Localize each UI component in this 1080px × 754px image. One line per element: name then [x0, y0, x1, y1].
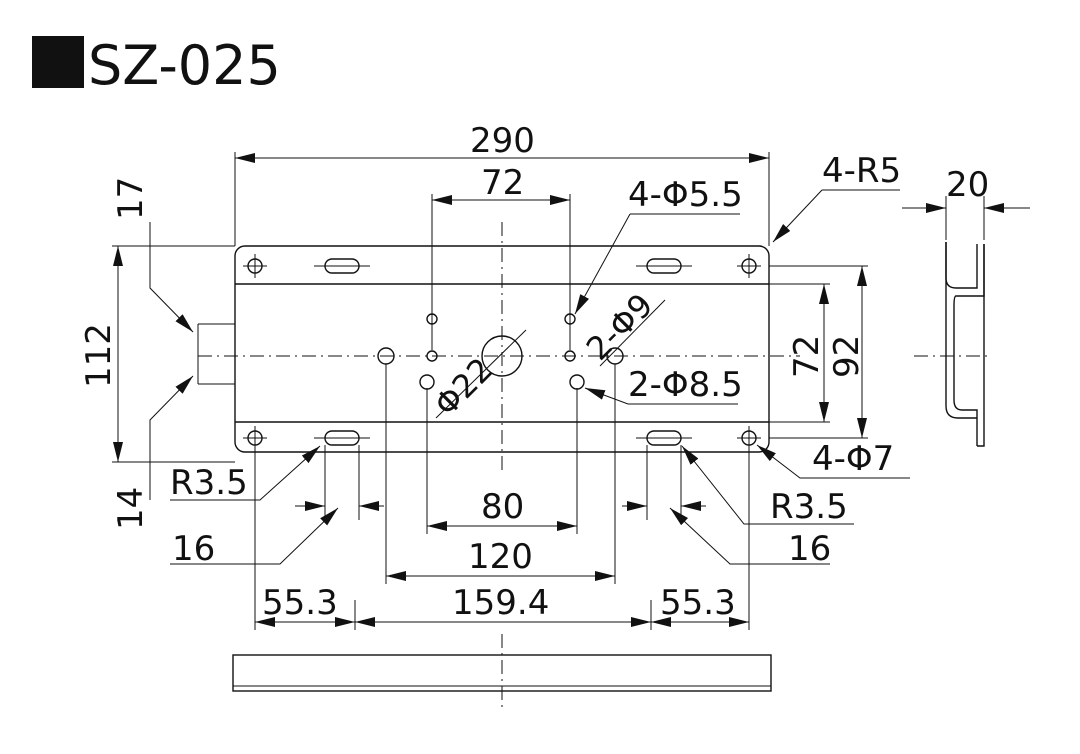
dim-16-left: 16: [172, 529, 215, 569]
page-title: SZ-025: [88, 34, 281, 97]
dim-14: 14: [111, 487, 151, 530]
inner-holes: [377, 313, 624, 390]
dim-290: 290: [470, 121, 535, 161]
dim-4-phi5-5: 4-Φ5.5: [628, 175, 743, 215]
dim-112: 112: [79, 323, 119, 388]
dim-92: 92: [827, 335, 867, 378]
dim-2-phi9: 2-Φ9: [579, 286, 661, 368]
dim-4-phi7: 4-Φ7: [812, 439, 894, 479]
dim-80: 80: [481, 487, 524, 527]
title-square-icon: [32, 36, 84, 88]
slots: [314, 258, 692, 446]
dim-159-4: 159.4: [452, 583, 549, 623]
bottom-view: [232, 634, 772, 712]
center-hole: [481, 335, 523, 377]
dim-2-phi8-5: 2-Φ8.5: [628, 365, 743, 405]
dim-r3-5-left: R3.5: [170, 463, 248, 503]
dim-72-top: 72: [481, 163, 524, 203]
dim-120: 120: [468, 537, 533, 577]
dim-16-right: 16: [788, 529, 831, 569]
dim-r3-5-right: R3.5: [770, 487, 848, 527]
plate-top-view: [198, 222, 800, 470]
side-view: [902, 196, 1030, 447]
dim-55-3-left: 55.3: [262, 583, 338, 623]
dimension-labels: 290 72 4-Φ5.5 4-R5 20 17 112 14 2-Φ9 Φ22…: [79, 121, 989, 623]
dim-phi22: Φ22: [427, 350, 500, 423]
dim-4-r5: 4-R5: [822, 151, 901, 191]
dimension-lines: [112, 152, 910, 630]
dim-17: 17: [111, 177, 151, 220]
dim-55-3-right: 55.3: [660, 583, 736, 623]
dim-20: 20: [946, 165, 989, 205]
dim-72-right: 72: [787, 335, 827, 378]
